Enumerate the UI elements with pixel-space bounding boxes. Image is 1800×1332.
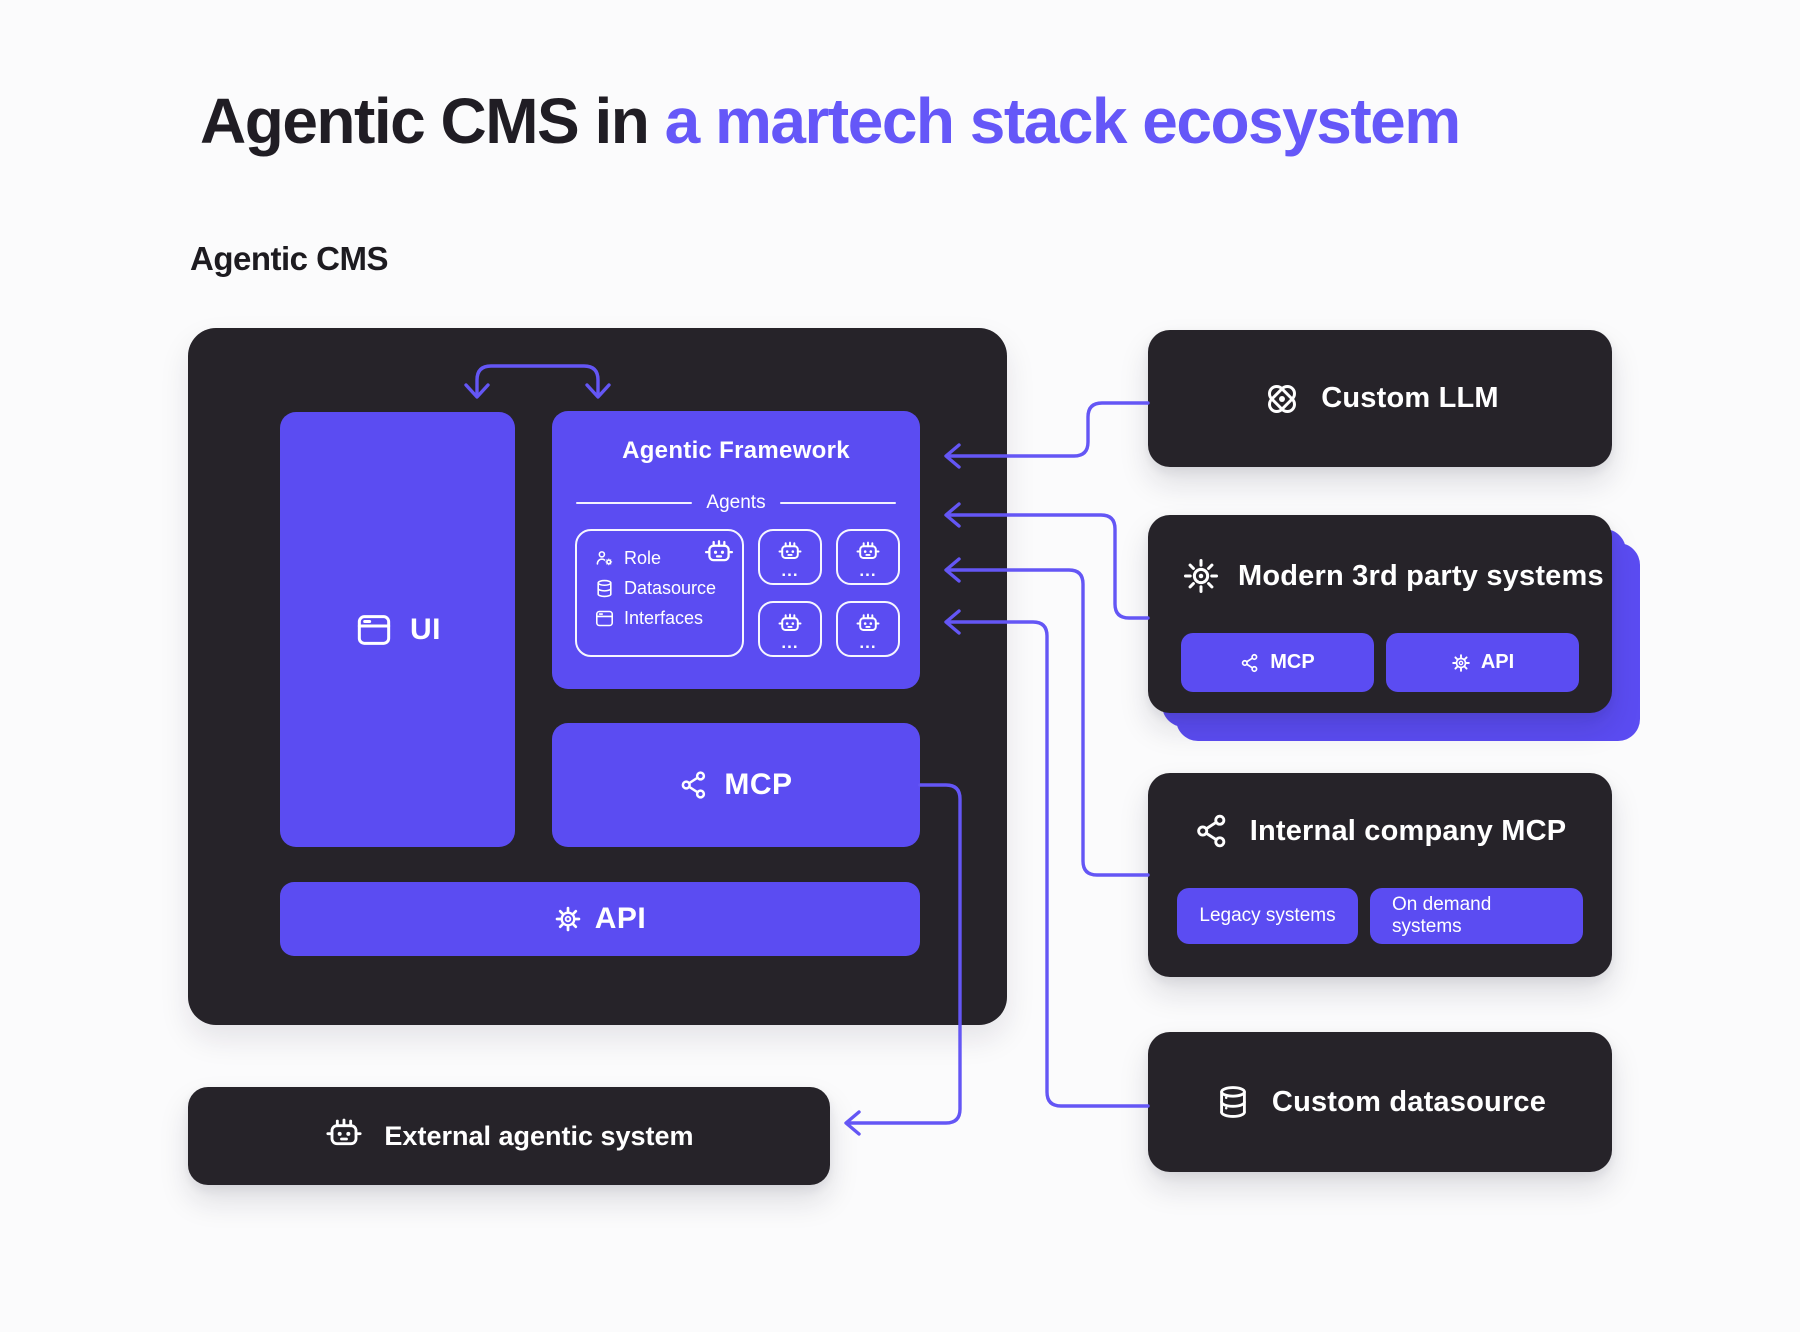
share-nodes-icon <box>1240 653 1260 673</box>
modern-third-party-box: Modern 3rd party systems MCP API <box>1148 515 1612 713</box>
custom-llm-box: Custom LLM <box>1148 330 1612 467</box>
cms-api-label: API <box>594 902 647 935</box>
legacy-systems-button: Legacy systems <box>1177 888 1358 944</box>
custom-datasource-label: Custom datasource <box>1271 1085 1547 1118</box>
on-demand-systems-button: On demand systems <box>1370 888 1583 944</box>
robot-icon <box>855 540 881 566</box>
modern-api-label: API <box>1480 651 1515 673</box>
cms-api-box: API <box>280 882 920 956</box>
modern-api-button: API <box>1386 633 1579 692</box>
internal-mcp-box: Internal company MCP Legacy systems On d… <box>1148 773 1612 977</box>
more-agents-ellipsis: ... <box>859 632 877 652</box>
internal-mcp-header: Internal company MCP <box>1148 813 1612 849</box>
browser-window-icon <box>354 610 394 650</box>
agent-mini-card: ... <box>836 529 900 585</box>
divider-line <box>576 502 693 504</box>
agent-item-label: Datasource <box>624 578 717 598</box>
external-agentic-system-box: External agentic system <box>188 1087 830 1185</box>
ui-box: UI <box>280 412 515 847</box>
agent-item-label: Interfaces <box>624 608 704 628</box>
page-title-accent: a martech stack ecosystem <box>648 85 1462 157</box>
custom-datasource-box: Custom datasource <box>1148 1032 1612 1172</box>
role-icon <box>594 548 615 569</box>
agent-interfaces-item: Interfaces <box>594 608 742 629</box>
ui-label: UI <box>410 612 441 646</box>
agentic-framework-box: Agentic Framework Agents <box>552 411 920 689</box>
gear-icon <box>554 905 582 933</box>
section-label-agentic-cms: Agentic CMS <box>190 240 389 277</box>
custom-llm-label: Custom LLM <box>1321 382 1499 414</box>
page-title: Agentic CMS in a martech stack ecosystem <box>200 84 1462 158</box>
sun-icon <box>1182 557 1220 595</box>
robot-icon <box>703 538 735 570</box>
robot-icon <box>777 540 803 566</box>
datasource-icon <box>594 578 615 599</box>
robot-icon <box>777 612 803 638</box>
page-title-dark: Agentic CMS in <box>200 85 650 157</box>
modern-mcp-label: MCP <box>1270 651 1315 673</box>
agent-definition-card: Role Datasource Interfaces <box>575 529 744 657</box>
robot-icon <box>855 612 881 638</box>
share-nodes-icon <box>1194 813 1230 849</box>
agent-mini-card: ... <box>758 529 822 585</box>
database-icon <box>1214 1083 1252 1121</box>
atom-icon <box>1261 378 1303 420</box>
gear-icon <box>1451 653 1471 673</box>
more-agents-ellipsis: ... <box>781 632 799 652</box>
internal-mcp-label: Internal company MCP <box>1249 814 1567 847</box>
agent-item-label: Role <box>624 548 662 568</box>
agents-divider: Agents <box>552 492 920 514</box>
divider-line <box>779 502 896 504</box>
internal-mcp-buttons: Legacy systems On demand systems <box>1148 888 1612 944</box>
agent-mini-card: ... <box>836 601 900 657</box>
external-agentic-system-label: External agentic system <box>384 1120 694 1151</box>
modern-mcp-button: MCP <box>1181 633 1374 692</box>
agent-datasource-item: Datasource <box>594 578 742 599</box>
arrow-left-icon <box>844 1110 861 1136</box>
robot-icon <box>324 1116 364 1156</box>
modern-third-party-buttons: MCP API <box>1181 633 1579 692</box>
cms-mcp-label: MCP <box>724 768 793 801</box>
interfaces-icon <box>594 608 615 629</box>
agent-role-item: Role <box>594 548 742 569</box>
share-nodes-icon <box>679 770 709 800</box>
agentic-framework-title: Agentic Framework <box>622 437 850 464</box>
agent-mini-card: ... <box>758 601 822 657</box>
more-agents-ellipsis: ... <box>859 560 877 580</box>
agents-divider-label: Agents <box>706 492 766 513</box>
cms-mcp-box: MCP <box>552 723 920 847</box>
modern-third-party-header: Modern 3rd party systems <box>1182 557 1604 595</box>
modern-third-party-label: Modern 3rd party systems <box>1238 559 1604 592</box>
more-agents-ellipsis: ... <box>781 560 799 580</box>
